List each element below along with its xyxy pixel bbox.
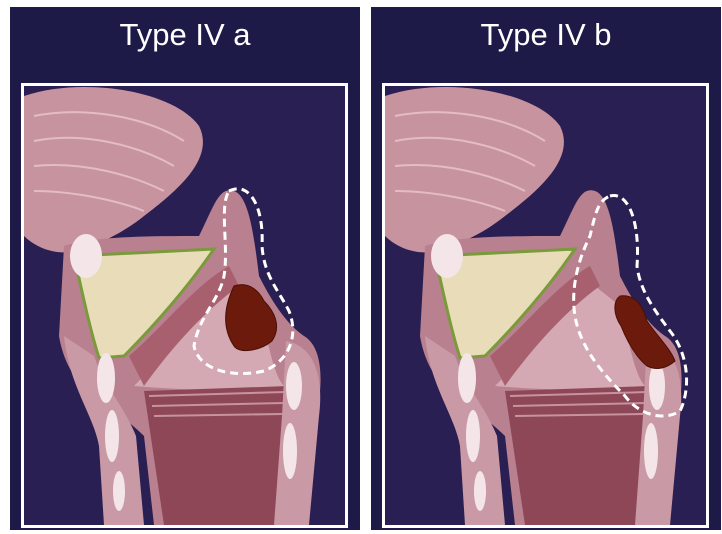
left-highlight-3 (474, 471, 486, 511)
left-highlight-1 (458, 353, 476, 403)
trachea-lumen (505, 386, 650, 525)
cartilage-highlight (431, 234, 463, 278)
cartilage-highlight (70, 234, 102, 278)
larynx-illustration-a (24, 86, 345, 525)
trachea-lumen (144, 386, 289, 525)
right-highlight-2 (283, 423, 297, 479)
right-highlight-2 (644, 423, 658, 479)
larynx-illustration-b (385, 86, 706, 525)
right-highlight-1 (286, 362, 302, 410)
left-highlight-1 (97, 353, 115, 403)
panel-title-a: Type IV a (10, 15, 360, 55)
panel-type-iv-a: Type IV a (10, 7, 360, 530)
left-highlight-2 (105, 410, 119, 462)
panel-title-b: Type IV b (371, 15, 721, 55)
illustration-frame-b (382, 83, 709, 528)
right-highlight-1 (649, 362, 665, 410)
left-highlight-2 (466, 410, 480, 462)
illustration-frame-a (21, 83, 348, 528)
panel-type-iv-b: Type IV b (371, 7, 721, 530)
left-highlight-3 (113, 471, 125, 511)
